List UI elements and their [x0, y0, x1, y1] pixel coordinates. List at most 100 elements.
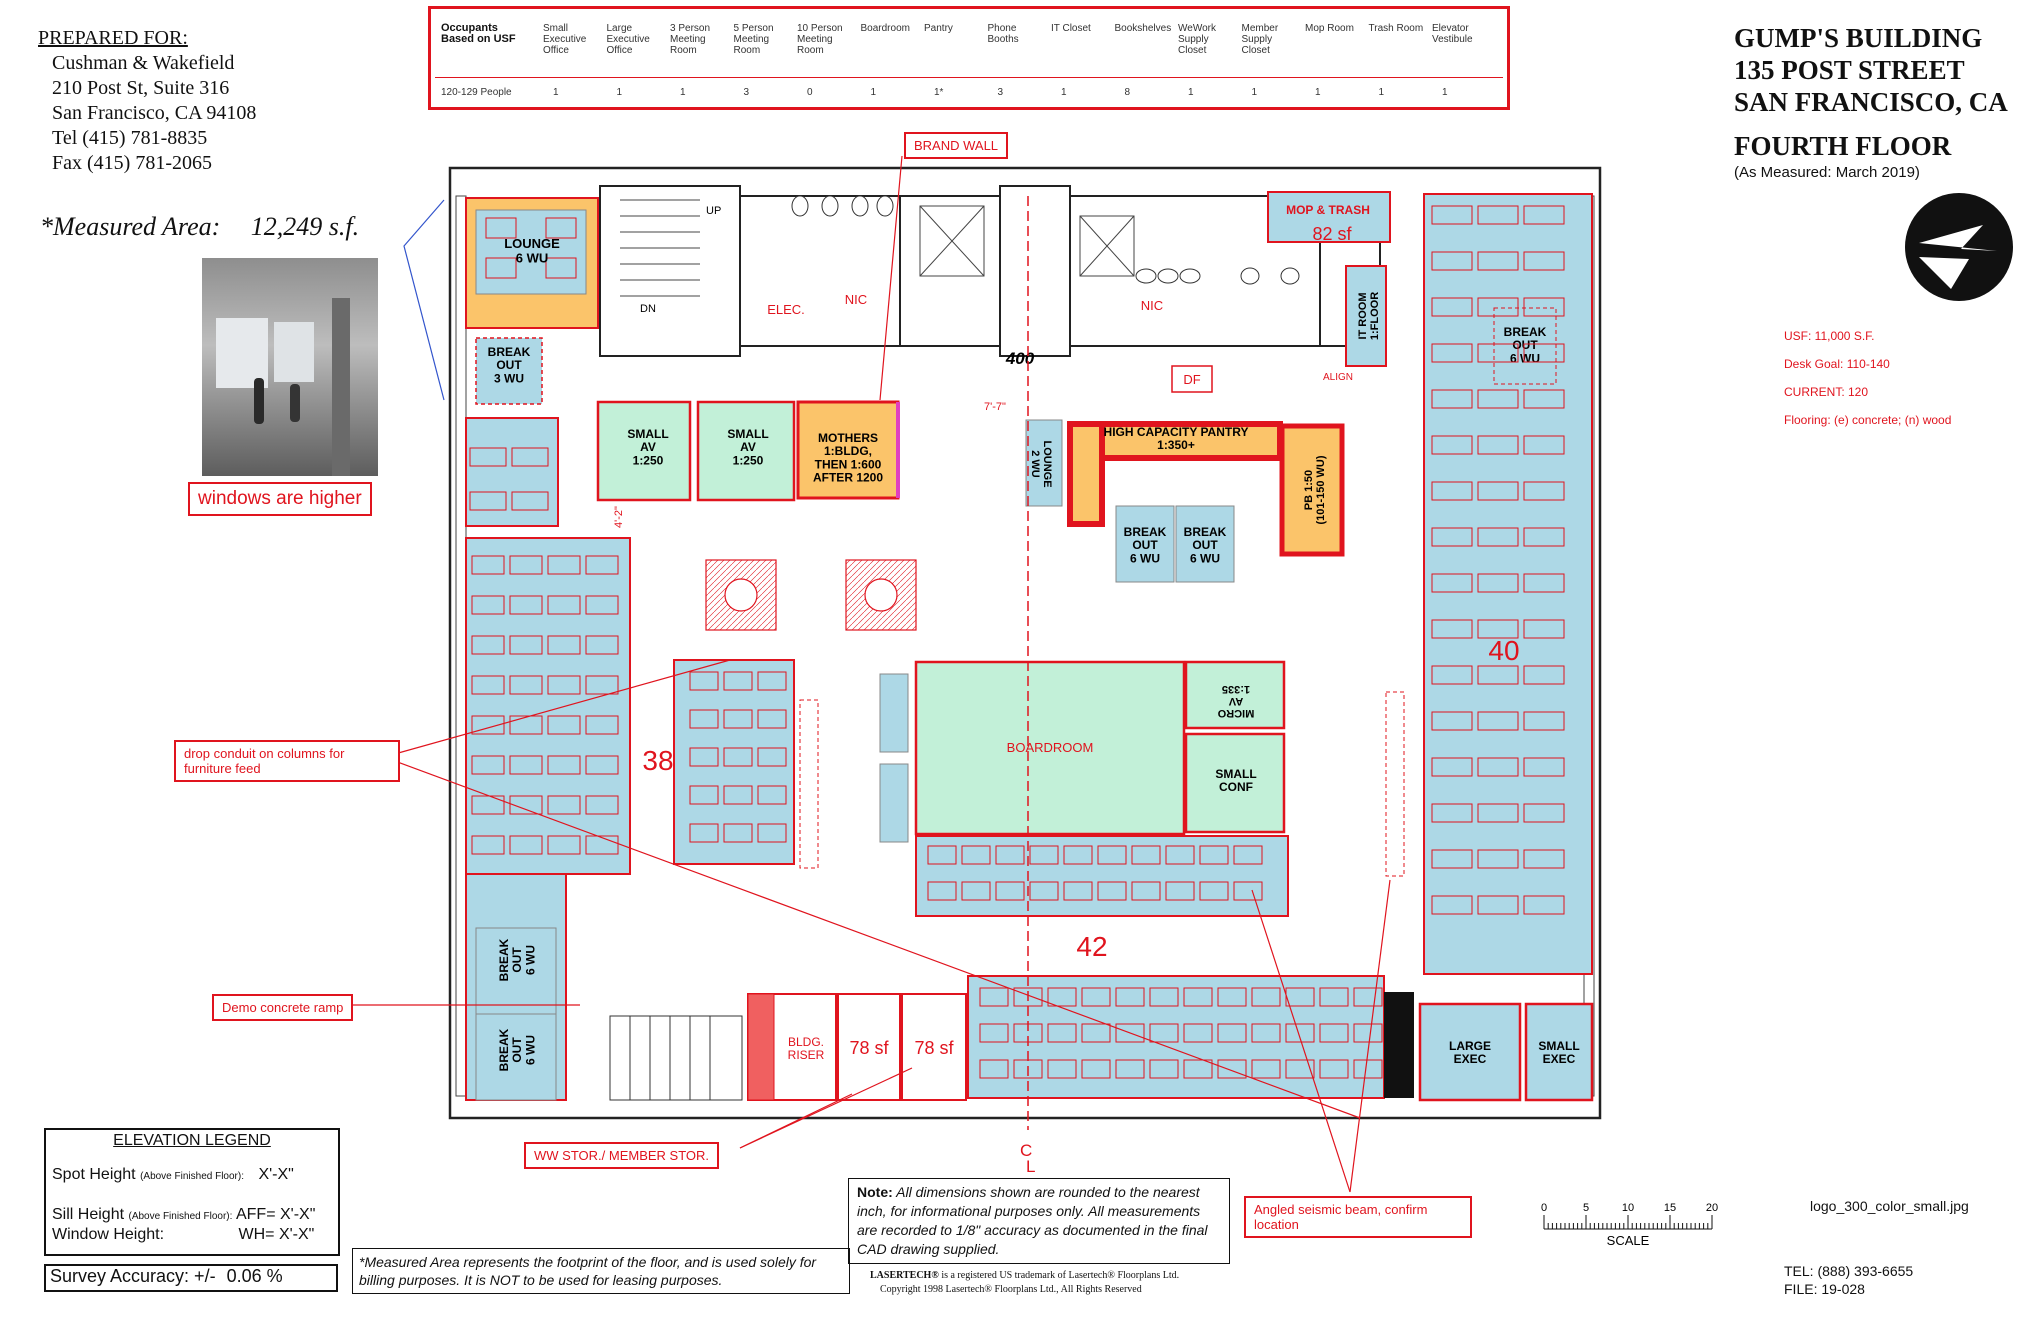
spot-height-sub: (Above Finished Floor):: [140, 1171, 244, 1182]
scale-bar: 0 5 10 15 20 SCALE: [1540, 1201, 1740, 1256]
desk: [723, 747, 753, 767]
desk: [511, 447, 549, 467]
usf-value-cell: 3: [997, 87, 1004, 98]
floor-title: FOURTH FLOOR: [1734, 131, 1952, 161]
label-dn: DN: [640, 303, 656, 315]
desk: [1477, 619, 1519, 639]
usf-column-header: Bookshelves: [1114, 23, 1172, 34]
desk: [585, 755, 619, 775]
desk: [1523, 665, 1565, 685]
desk: [1149, 1059, 1179, 1079]
desk: [585, 715, 619, 735]
building-title: GUMP'S BUILDING 135 POST STREET SAN FRAN…: [1734, 22, 2008, 162]
usf-column-header: Boardroom: [860, 23, 910, 34]
building-line: GUMP'S BUILDING: [1734, 23, 1983, 53]
desk: [1431, 527, 1473, 547]
count-left: 38: [642, 745, 673, 776]
scale-tick-label: 20: [1706, 1202, 1718, 1214]
contact-block: TEL: (888) 393-6655 FILE: 19-028: [1784, 1262, 1913, 1298]
svg-text:BREAKOUT6 WU: BREAKOUT6 WU: [497, 1028, 537, 1071]
usf-row-header: Occupants Based on USF: [441, 22, 516, 45]
small-exec-office: [1524, 1002, 1594, 1102]
desk: [1285, 1023, 1315, 1043]
micro-av-room: [1184, 660, 1286, 730]
svg-text:LOUNGE2 WU: LOUNGE2 WU: [1029, 440, 1053, 487]
desk: [1477, 297, 1519, 317]
desk: [1523, 803, 1565, 823]
desk: [585, 555, 619, 575]
usf-column-header: IT Closet: [1051, 23, 1091, 34]
lasertech-line: LASERTECH® is a registered US trademark …: [870, 1270, 1179, 1281]
desk: [1063, 845, 1093, 865]
desk: [547, 755, 581, 775]
accuracy-value: 0.06 %: [226, 1266, 283, 1286]
elevation-title: ELEVATION LEGEND: [113, 1132, 271, 1149]
breakout-room-b: [1175, 505, 1235, 583]
prepared-line: San Francisco, CA 94108: [52, 102, 257, 124]
desk: [1477, 803, 1519, 823]
desk: [471, 595, 505, 615]
prepared-line: Cushman & Wakefield: [52, 52, 235, 74]
desk: [1431, 665, 1473, 685]
scale-label: SCALE: [1607, 1233, 1650, 1248]
breakout-room-a: [1115, 505, 1175, 583]
desk: [927, 845, 957, 865]
note-label: Note:: [857, 1184, 893, 1200]
desk: [509, 715, 543, 735]
usf-value-cell: 1: [1315, 87, 1321, 98]
usf-column-header: 10 Person Meeting Room: [797, 23, 843, 56]
desk: [1251, 987, 1281, 1007]
desk: [1431, 389, 1473, 409]
callout-conduit: drop conduit on columns for furniture fe…: [174, 740, 400, 782]
desk: [1165, 881, 1195, 901]
desk: [1233, 881, 1263, 901]
stats-block: USF: 11,000 S.F. Desk Goal: 110-140 CURR…: [1784, 322, 1951, 434]
desk: [961, 845, 991, 865]
usf-column-header: Pantry: [924, 23, 953, 34]
desk: [1353, 987, 1383, 1007]
windows-note: windows are higher: [188, 482, 372, 516]
usf-column-header: Small Executive Office: [543, 23, 587, 56]
desk: [1431, 573, 1473, 593]
contact-file: FILE: 19-028: [1784, 1281, 1865, 1297]
building-line: 135 POST STREET: [1734, 55, 1965, 85]
svg-text:BREAKOUT6 WU: BREAKOUT6 WU: [1184, 525, 1227, 565]
desk: [1431, 619, 1473, 639]
desk: [689, 709, 719, 729]
desk: [1477, 481, 1519, 501]
desk: [547, 795, 581, 815]
desk-area-center-low: [915, 835, 1289, 917]
desk: [961, 881, 991, 901]
desk: [689, 785, 719, 805]
usf-column-header: Trash Room: [1368, 23, 1424, 34]
desk: [1477, 895, 1519, 915]
desk: [1013, 1059, 1043, 1079]
core-block: [599, 185, 1381, 357]
measured-area-value: 12,249 s.f.: [250, 212, 360, 241]
desk: [1183, 1023, 1213, 1043]
desk: [689, 747, 719, 767]
desk: [1097, 881, 1127, 901]
desk: [471, 835, 505, 855]
logo-filename: logo_300_color_small.jpg: [1810, 1198, 1969, 1214]
lasertech-brand: LASERTECH®: [870, 1270, 939, 1281]
desk: [979, 987, 1009, 1007]
building-outline: [448, 166, 1602, 1120]
elevation-legend: ELEVATION LEGEND Spot Height (Above Fini…: [44, 1128, 340, 1256]
label-up: UP: [706, 205, 721, 217]
usf-column-header: Large Executive Office: [606, 23, 650, 56]
svg-text:78 sf: 78 sf: [914, 1038, 954, 1058]
svg-text:MOP & TRASH: MOP & TRASH: [1286, 203, 1370, 217]
desk: [979, 1023, 1009, 1043]
desk: [1523, 343, 1565, 363]
svg-text:BOARDROOM: BOARDROOM: [1007, 740, 1094, 755]
desk: [1523, 757, 1565, 777]
measured-area-note: *Measured Area represents the footprint …: [352, 1248, 850, 1294]
storage-room-2: [901, 993, 967, 1101]
desk-area-bottom: [967, 975, 1385, 1099]
accuracy-label: Survey Accuracy: +/-: [50, 1266, 216, 1286]
usf-value-cell: 0: [807, 87, 813, 98]
usf-value-cell: 1: [1251, 87, 1258, 98]
